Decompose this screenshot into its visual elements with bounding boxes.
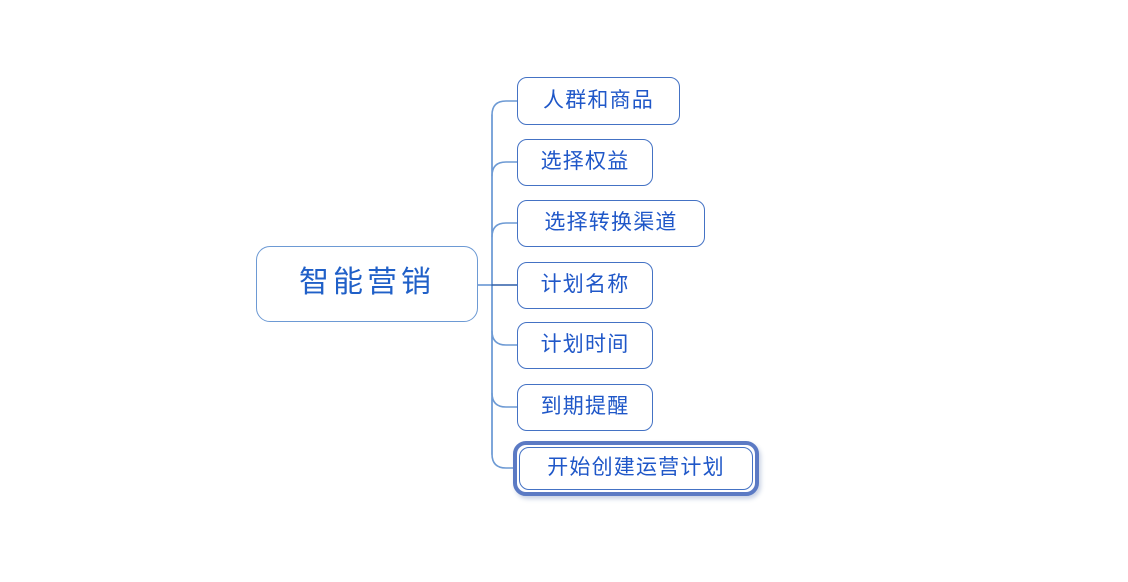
node-label: 选择转换渠道 <box>544 211 678 234</box>
node-select-conversion-channel[interactable]: 选择转换渠道 <box>517 200 705 247</box>
node-start-create-plan[interactable]: 开始创建运营计划 <box>519 447 753 490</box>
node-plan-name[interactable]: 计划名称 <box>517 262 653 309</box>
node-select-benefits[interactable]: 选择权益 <box>517 139 653 186</box>
root-node[interactable]: 智能营销 <box>256 246 478 322</box>
connector-branch-2 <box>491 161 518 177</box>
node-label: 开始创建运营计划 <box>547 456 725 479</box>
root-node-label: 智能营销 <box>299 266 435 299</box>
connector-branch-6 <box>491 392 518 408</box>
node-people-and-products[interactable]: 人群和商品 <box>517 77 680 125</box>
connector-branch-3 <box>491 222 518 238</box>
node-start-create-plan-selection[interactable]: 开始创建运营计划 <box>513 441 759 496</box>
node-expiry-reminder[interactable]: 到期提醒 <box>517 384 653 431</box>
connector-branch-5 <box>491 330 518 346</box>
node-label: 人群和商品 <box>543 88 654 112</box>
node-label: 计划时间 <box>540 333 630 356</box>
connector-branch-1 <box>491 100 518 116</box>
node-label: 计划名称 <box>540 273 630 296</box>
node-label: 选择权益 <box>540 150 630 173</box>
node-plan-time[interactable]: 计划时间 <box>517 322 653 369</box>
node-label: 到期提醒 <box>540 395 630 418</box>
